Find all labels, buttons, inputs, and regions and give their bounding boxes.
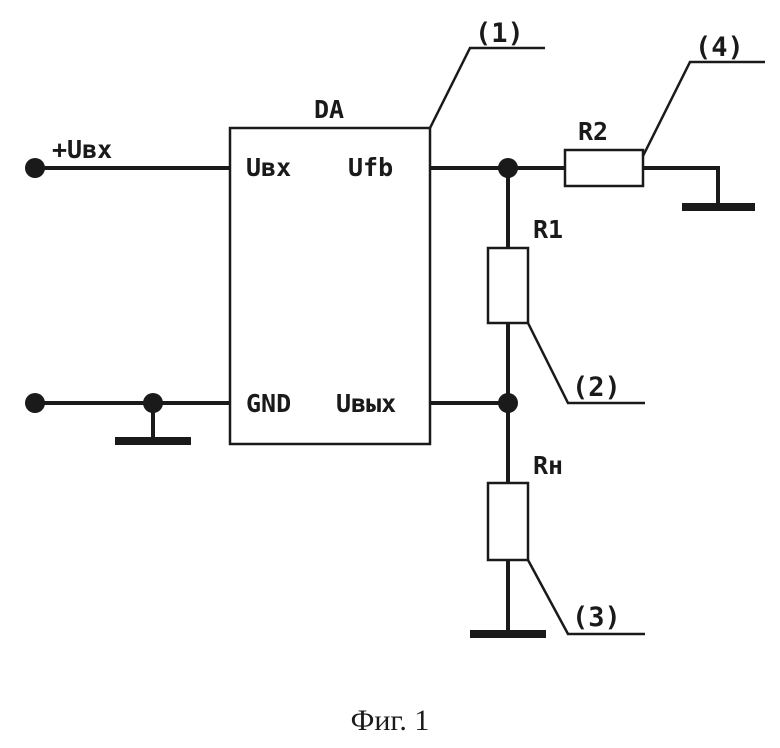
pin-feedback-label: Ufb	[348, 153, 393, 182]
resistor-r2	[565, 150, 643, 186]
rn-label: Rн	[533, 451, 563, 480]
callout-1-number: (1)	[475, 18, 524, 49]
pin-input-label: Uвх	[246, 153, 291, 182]
ground-junction-dot	[143, 393, 163, 413]
input-terminal-label: +Uвх	[52, 135, 112, 164]
resistor-rn	[488, 483, 528, 560]
callout-4-leader	[643, 62, 765, 156]
feedback-junction-dot	[498, 158, 518, 178]
block-name: DA	[314, 95, 344, 124]
callout-3-number: (3)	[572, 602, 621, 633]
ground-terminal-dot	[25, 393, 45, 413]
resistor-r1	[488, 248, 528, 323]
input-terminal-dot	[25, 158, 45, 178]
pin-ground-label: GND	[246, 389, 291, 418]
figure-caption: Фиг. 1	[351, 704, 430, 737]
r1-label: R1	[533, 215, 563, 244]
callout-1-leader	[430, 48, 545, 128]
pin-output-label: Uвых	[336, 389, 396, 418]
callout-4-number: (4)	[695, 32, 744, 63]
r2-label: R2	[578, 117, 608, 146]
callout-2-number: (2)	[572, 372, 621, 403]
output-junction-dot	[498, 393, 518, 413]
